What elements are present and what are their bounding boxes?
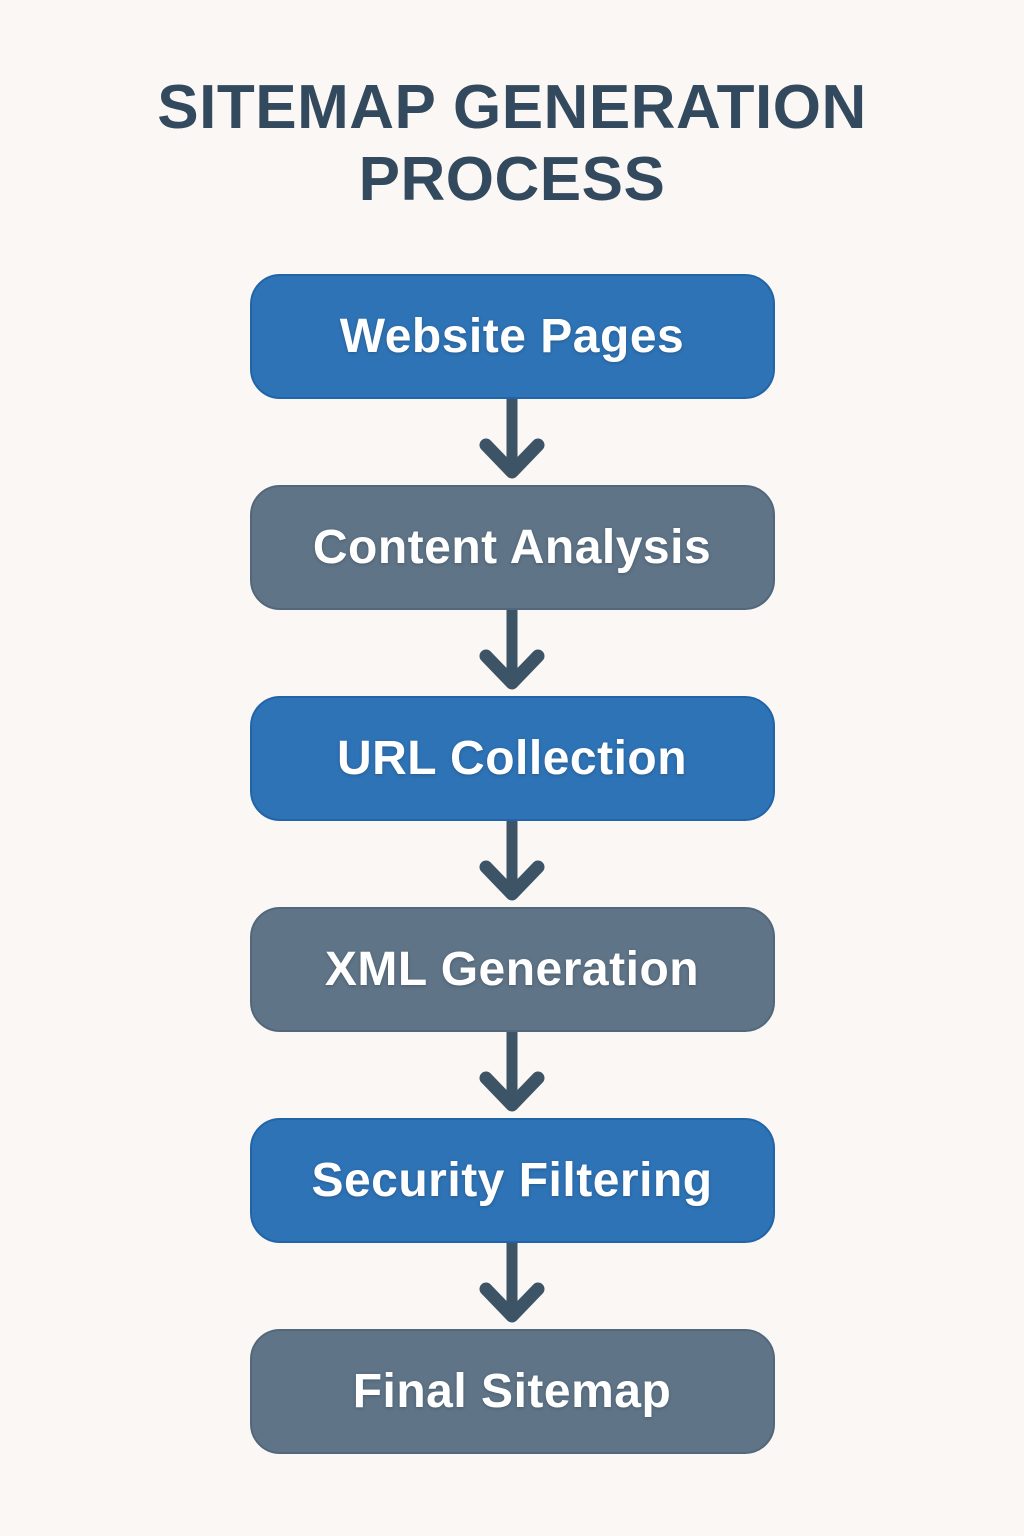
- flowchart: Website Pages Content Analysis URL Colle…: [249, 273, 775, 1454]
- down-arrow-icon: [479, 609, 545, 690]
- step-box-xml-generation: XML Generation: [249, 906, 775, 1032]
- step-box-security-filtering: Security Filtering: [249, 1117, 775, 1243]
- down-arrow-icon: [479, 820, 545, 901]
- step-box-final-sitemap: Final Sitemap: [249, 1328, 775, 1454]
- step-label: Content Analysis: [312, 520, 712, 574]
- step-label: XML Generation: [324, 942, 700, 996]
- step-box-content-analysis: Content Analysis: [249, 484, 775, 610]
- down-arrow-icon: [479, 1031, 545, 1112]
- step-label: Final Sitemap: [352, 1364, 672, 1418]
- step-box-url-collection: URL Collection: [249, 695, 775, 821]
- down-arrow-icon: [479, 1242, 545, 1323]
- page-title: SITEMAP GENERATION PROCESS: [157, 72, 866, 216]
- page-title-line2: PROCESS: [358, 144, 666, 214]
- step-label: Security Filtering: [311, 1153, 713, 1207]
- step-label: URL Collection: [336, 731, 688, 785]
- step-box-website-pages: Website Pages: [249, 273, 775, 399]
- down-arrow-icon: [479, 398, 545, 479]
- page-title-line1: SITEMAP GENERATION: [157, 73, 867, 142]
- step-label: Website Pages: [339, 309, 685, 363]
